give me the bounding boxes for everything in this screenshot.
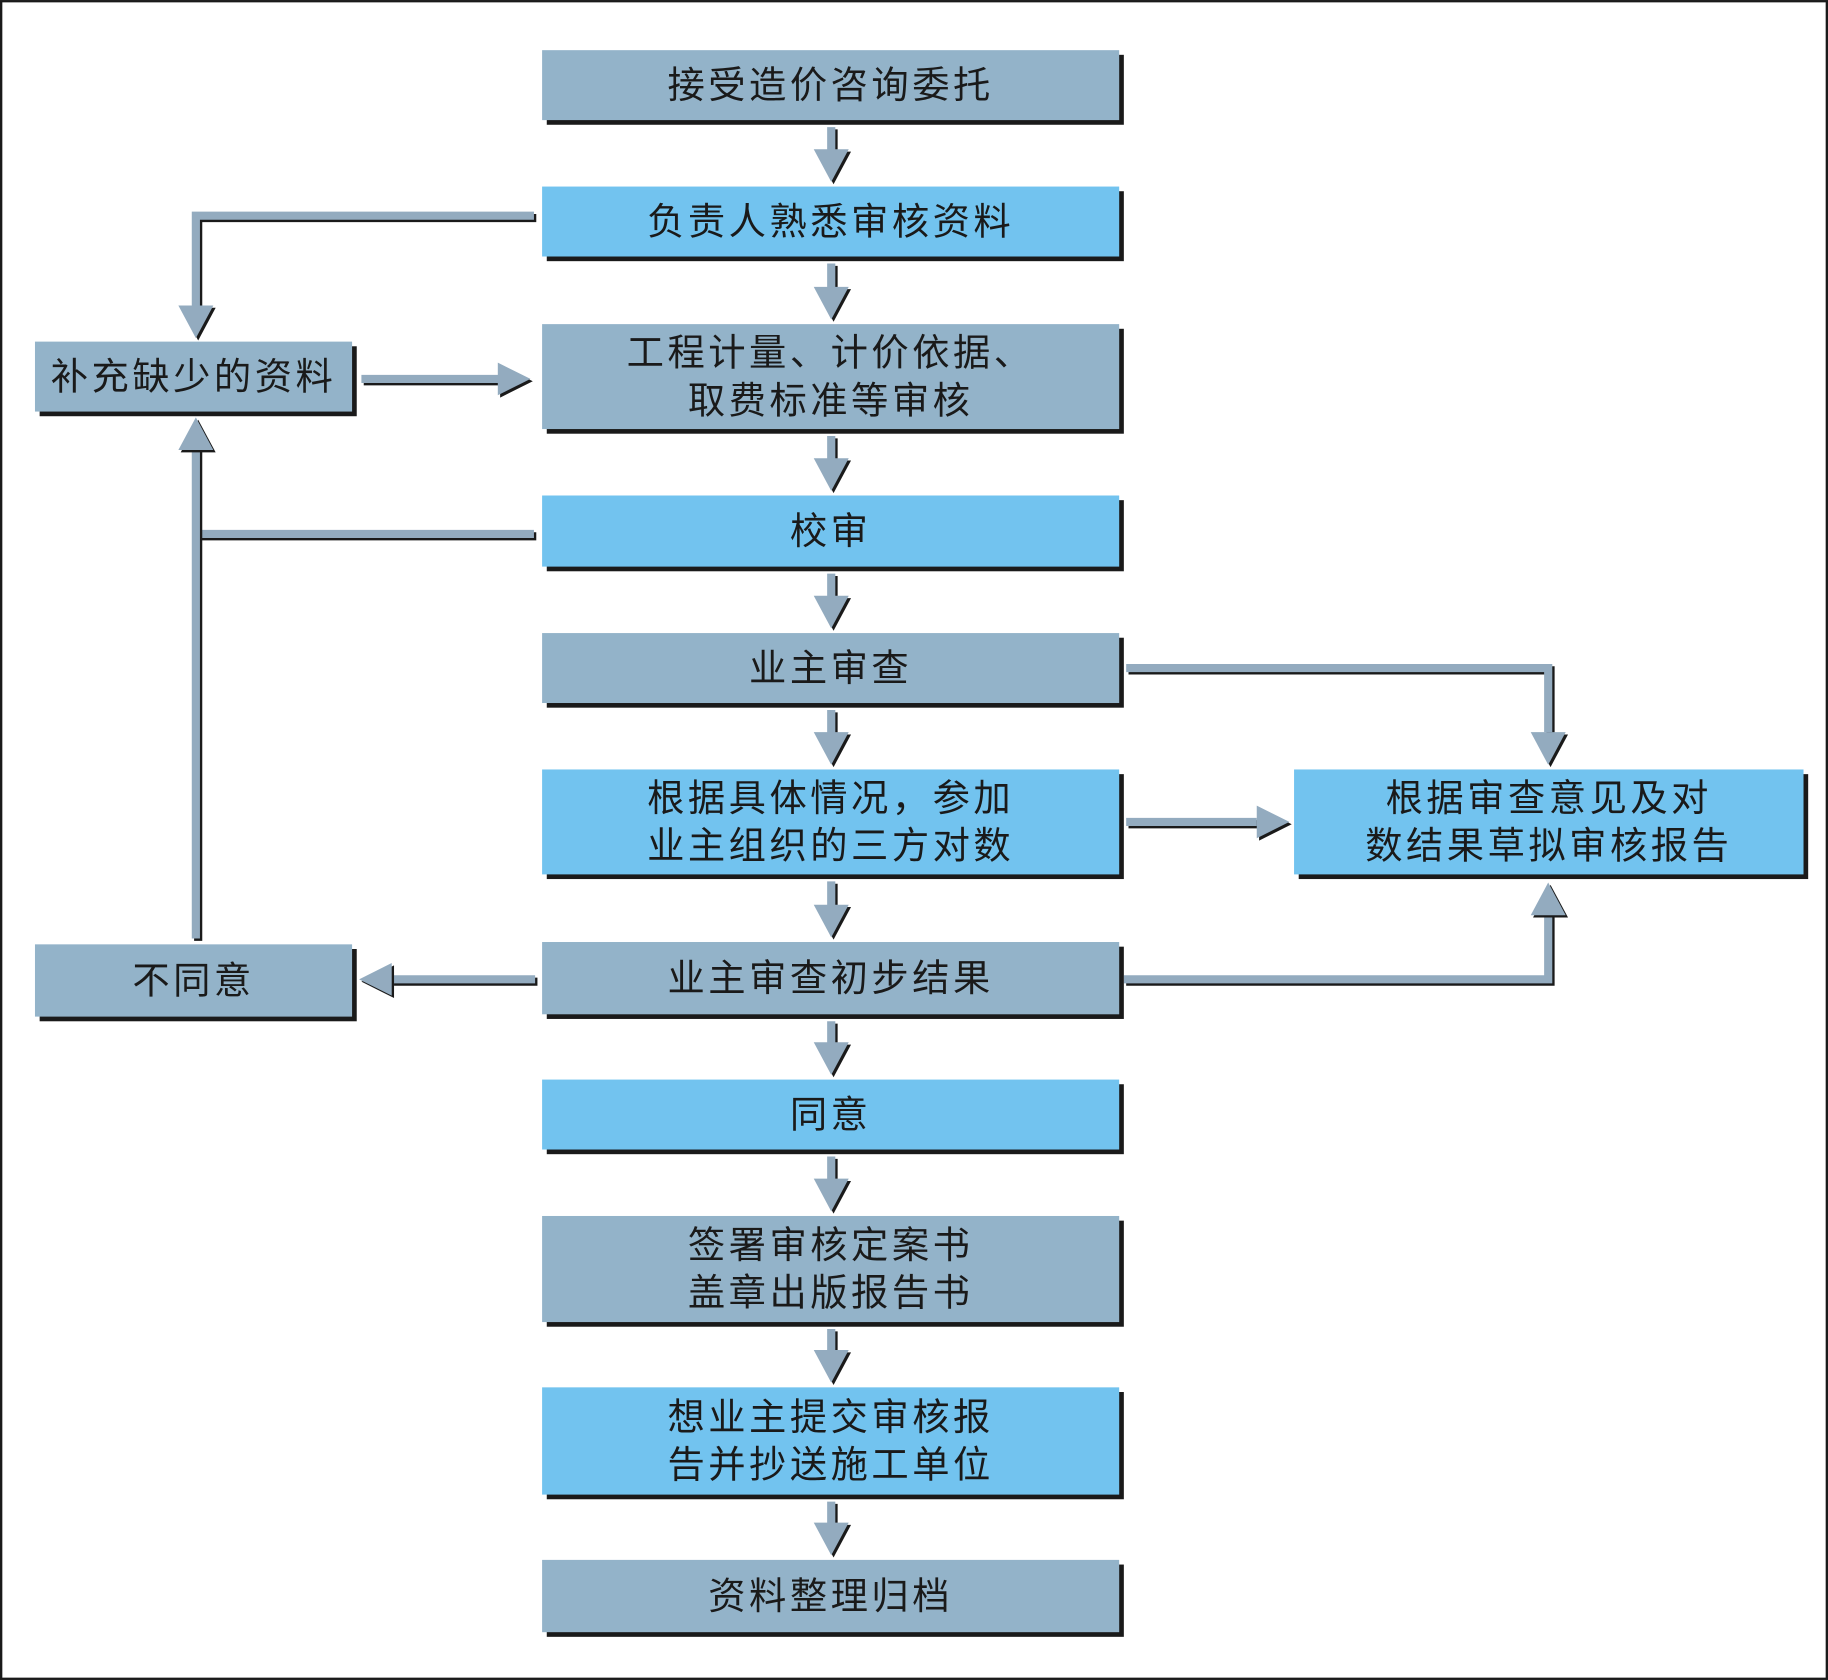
boxes: 接受造价咨询委托负责人熟悉审核资料工程计量、计价依据、取费标准等审核校审业主审查… (34, 50, 1809, 1637)
node-box (542, 769, 1120, 875)
arrow-down-icon (813, 732, 849, 765)
node-n8: 同意 (542, 1079, 1124, 1155)
node-box (542, 942, 1120, 1015)
node-label: 工程计量、计价依据、 (627, 331, 1035, 375)
connector-review-to-supplement (191, 211, 534, 306)
node-label: 取费标准等审核 (688, 378, 974, 422)
arrow-down-icon (813, 1042, 849, 1075)
arrow-right-icon (1256, 805, 1290, 839)
node-label: 接受造价咨询委托 (667, 63, 993, 107)
arrow-down-icon (813, 1350, 849, 1383)
node-n2: 负责人熟悉审核资料 (542, 186, 1124, 262)
connector-owner-review-to-draft (1126, 663, 1553, 733)
node-box (542, 1559, 1120, 1633)
node-disagree: 不同意 (34, 944, 357, 1022)
node-box (542, 50, 1120, 121)
node-box (542, 1079, 1120, 1150)
node-label: 同意 (790, 1092, 872, 1136)
node-label: 业主组织的三方对数 (647, 824, 1014, 868)
node-label: 业主审查初步结果 (667, 956, 993, 1000)
node-box (34, 944, 353, 1017)
connector-result-to-draft (1123, 915, 1553, 984)
node-label: 业主审查 (749, 646, 912, 690)
node-n4: 校审 (542, 495, 1124, 572)
node-supplement: 补充缺少的资料 (34, 341, 357, 417)
node-label: 根据具体情况，参加 (647, 776, 1014, 820)
arrow-down-icon (1530, 732, 1566, 765)
arrow-down-icon (178, 305, 214, 339)
arrow-up-icon (178, 417, 214, 451)
arrow-down-icon (813, 1522, 849, 1556)
arrow-down-icon (813, 1178, 849, 1212)
node-label: 想业主提交审核报 (667, 1395, 993, 1439)
node-n1: 接受造价咨询委托 (542, 50, 1124, 125)
node-label: 资料整理归档 (708, 1574, 953, 1618)
node-n11: 资料整理归档 (542, 1559, 1124, 1637)
connectors (178, 127, 1569, 1558)
arrow-left-icon (359, 962, 392, 996)
node-n3: 工程计量、计价依据、取费标准等审核 (542, 324, 1124, 434)
node-box (542, 186, 1120, 257)
node-label: 数结果草拟审核报告 (1365, 824, 1732, 868)
arrow-down-icon (813, 595, 849, 629)
node-box (542, 1215, 1120, 1323)
node-box (34, 341, 353, 412)
node-label: 盖章出版报告书 (688, 1271, 974, 1315)
arrow-down-icon (813, 286, 849, 320)
node-box (542, 324, 1120, 430)
node-n5: 业主审查 (542, 633, 1124, 708)
node-n7: 业主审查初步结果 (542, 942, 1124, 1019)
arrow-down-icon (813, 458, 849, 491)
node-box (1294, 769, 1804, 875)
arrow-down-icon (813, 904, 849, 938)
arrow-down-icon (813, 149, 849, 182)
node-label: 校审 (790, 509, 872, 553)
node-box (542, 495, 1120, 567)
node-label: 不同意 (132, 958, 254, 1002)
arrow-right-icon (497, 362, 531, 396)
node-label: 告并抄送施工单位 (667, 1443, 993, 1487)
node-label: 签署审核定案书 (688, 1223, 974, 1267)
node-label: 根据审查意见及对 (1386, 776, 1712, 820)
arrow-up-icon (1530, 882, 1566, 916)
node-label: 负责人熟悉审核资料 (647, 199, 1014, 243)
node-label: 补充缺少的资料 (51, 354, 337, 398)
node-box (542, 633, 1120, 704)
node-box (542, 1387, 1120, 1495)
